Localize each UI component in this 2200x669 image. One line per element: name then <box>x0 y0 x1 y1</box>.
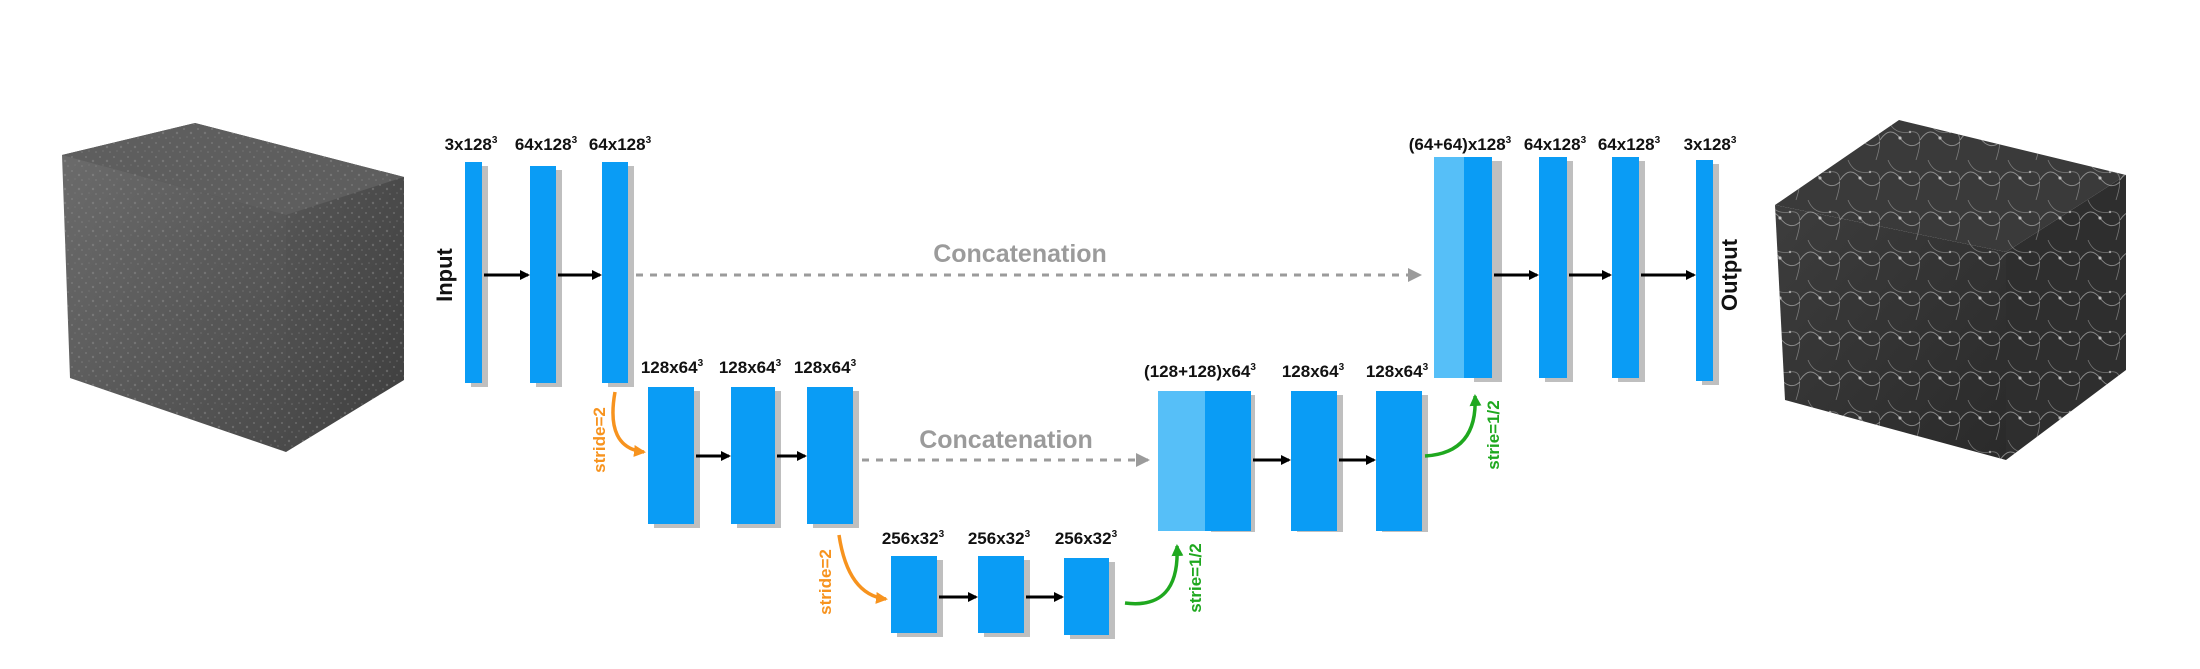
forward-arrows <box>484 270 1696 602</box>
block-l2-dec-3 <box>1376 391 1422 531</box>
block-l1-enc-1 <box>465 162 482 383</box>
block-l1-enc-3 <box>602 162 628 383</box>
shape-label: 64x1283 <box>1597 135 1661 154</box>
skip-connections <box>636 268 1422 467</box>
level1-encoder-blocks <box>465 162 634 387</box>
block-l1-enc-2 <box>530 166 556 383</box>
block-l1-dec-4 <box>1696 160 1713 381</box>
output-volume-image <box>1775 120 2126 460</box>
block-l3-1 <box>891 556 937 633</box>
shape-label: 256x323 <box>967 529 1031 548</box>
block-l3-2 <box>978 556 1024 633</box>
block-l1-dec-1 <box>1464 157 1492 378</box>
input-label: Input <box>432 248 457 302</box>
shape-label: 3x1283 <box>444 135 498 154</box>
concat-label-mid: Concatenation <box>919 426 1093 454</box>
level3-blocks <box>891 556 1115 639</box>
shape-label: 256x323 <box>1054 529 1118 548</box>
upsample-label-2: strie=1/2 <box>1484 400 1503 470</box>
block-l2-enc-3 <box>807 387 853 524</box>
shape-label: 128x643 <box>718 358 782 377</box>
block-l2-dec-1 <box>1205 391 1251 531</box>
output-label: Output <box>1717 238 1742 312</box>
shape-label: 3x1283 <box>1683 135 1737 154</box>
stride-label-1: stride=2 <box>590 407 609 473</box>
block-l2-enc-2 <box>731 387 775 524</box>
upsample-arrows <box>1124 394 1482 606</box>
block-l2-dec-2 <box>1291 391 1337 531</box>
shape-label: (128+128)x643 <box>1144 362 1256 381</box>
upsample-label-1: strie=1/2 <box>1186 543 1205 613</box>
shape-label: 128x643 <box>1365 362 1429 381</box>
input-volume-image <box>62 123 404 452</box>
block-l2-dec-concat <box>1158 391 1205 531</box>
downsample-arrows <box>611 391 888 604</box>
level1-decoder-blocks <box>1434 157 1719 385</box>
concat-label-top: Concatenation <box>933 240 1107 268</box>
stride-label-2: stride=2 <box>816 549 835 615</box>
shape-label: 128x643 <box>640 358 704 377</box>
shape-label: 64x1283 <box>514 135 578 154</box>
block-l3-3 <box>1064 558 1109 635</box>
block-l2-enc-1 <box>648 387 694 524</box>
level2-decoder-blocks <box>1158 391 1428 532</box>
block-l1-dec-concat <box>1434 157 1464 378</box>
block-l1-dec-2 <box>1539 157 1567 378</box>
shape-label: 128x643 <box>793 358 857 377</box>
shape-label: 256x323 <box>881 529 945 548</box>
shape-label: (64+64)x1283 <box>1408 135 1512 154</box>
shape-label: 64x1283 <box>588 135 652 154</box>
shape-label: 64x1283 <box>1523 135 1587 154</box>
level2-encoder-blocks <box>648 387 859 528</box>
shape-label: 128x643 <box>1281 362 1345 381</box>
block-l1-dec-3 <box>1612 157 1639 378</box>
